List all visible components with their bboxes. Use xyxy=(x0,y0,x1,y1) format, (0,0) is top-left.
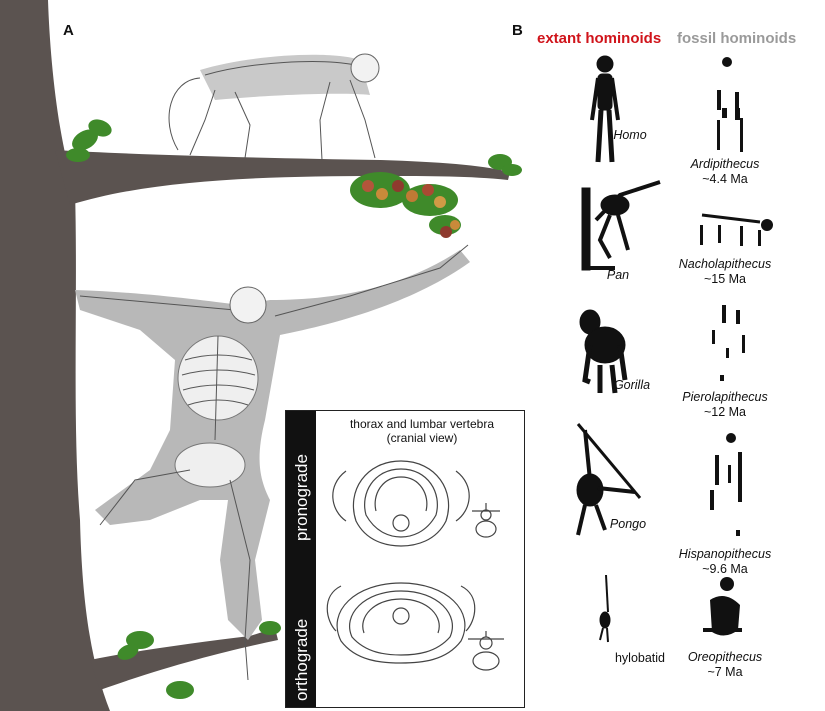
species-label-pan: Pan xyxy=(606,268,630,282)
vertebra-drawings xyxy=(326,460,504,671)
fossil-hominoids-header: fossil hominoids xyxy=(677,30,797,47)
species-label-oreopithecus: Oreopithecus~7 Ma xyxy=(687,650,763,679)
ape-skeleton-shadow xyxy=(75,250,470,640)
species-label-pierolapithecus: Pierolapithecus~12 Ma xyxy=(682,390,768,419)
extant-hominoids-header: extant hominoids xyxy=(537,30,662,47)
orthograde-vertebra-icon xyxy=(468,631,504,671)
pronograde-thorax-icon xyxy=(332,460,470,547)
inset-title-line1: thorax and lumbar vertebra xyxy=(349,417,495,431)
fruit-cluster-icon xyxy=(350,172,461,238)
leaf-cluster-icon xyxy=(66,119,522,699)
species-label-hispanopithecus: Hispanopithecus~9.6 Ma xyxy=(678,547,772,576)
species-label-pongo: Pongo xyxy=(609,517,647,531)
species-label-ardipithecus: Ardipithecus~4.4 Ma xyxy=(690,157,760,186)
species-label-hylobatid: hylobatid xyxy=(614,651,666,665)
inset-label-bar xyxy=(286,411,316,707)
species-label-homo: Homo xyxy=(613,128,647,142)
tree-trunk xyxy=(0,0,110,711)
orthograde-thorax-icon xyxy=(326,582,476,664)
lower-branch xyxy=(90,628,278,690)
species-label-nacholapithecus: Nacholapithecus~15 Ma xyxy=(678,257,772,286)
panel-b-label: B xyxy=(512,22,523,39)
pronograde-vertebra-icon xyxy=(472,503,500,538)
vertebra-inset: pronograde orthograde thorax and lumbar … xyxy=(285,410,525,708)
upper-branch xyxy=(55,150,510,205)
monkey-skeleton-icon xyxy=(168,53,380,161)
inset-title-line2: (cranial view) xyxy=(386,431,458,445)
species-label-gorilla: Gorilla xyxy=(613,378,651,392)
inset-title: thorax and lumbar vertebra (cranial view… xyxy=(318,417,526,445)
ape-skeleton-icon xyxy=(79,244,469,681)
panel-a-label: A xyxy=(63,22,74,39)
